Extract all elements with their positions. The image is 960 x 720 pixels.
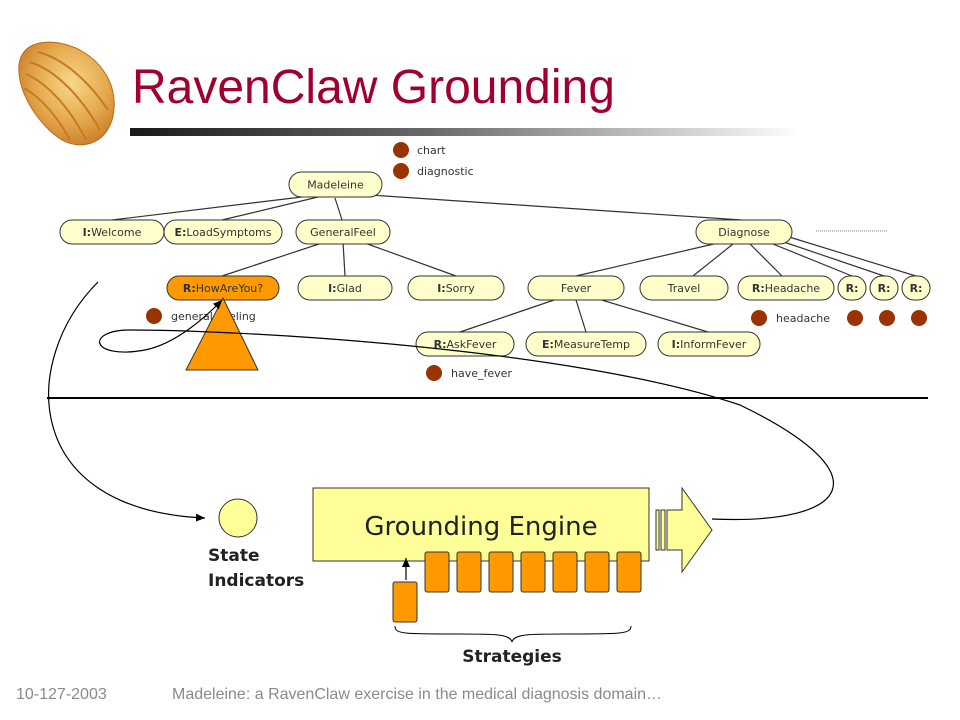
concept-have-fever-dot: [426, 365, 442, 381]
grounding-engine-label: Grounding Engine: [364, 512, 597, 542]
node-fever: Fever: [527, 275, 625, 301]
node-fever-label: Fever: [561, 282, 592, 295]
concept-r-3-dot: [911, 310, 927, 326]
node-travel-label: Travel: [667, 282, 701, 295]
node-sorry-label: Sorry: [446, 282, 476, 295]
state-indicators-line-1: State: [208, 546, 260, 566]
svg-text:Diagnose: Diagnose: [718, 226, 770, 239]
page-title: RavenClaw Grounding: [132, 61, 615, 114]
node-generalfeel-label: GeneralFeel: [310, 226, 376, 239]
strategies-label: Strategies: [462, 647, 562, 667]
node-informfever-prefix: I:: [672, 338, 681, 351]
footer-caption: Madeleine: a RavenClaw exercise in the m…: [172, 686, 663, 703]
node-travel: Travel: [639, 275, 729, 301]
strategy-block: [456, 551, 482, 593]
strategy-block: [488, 551, 514, 593]
svg-text:I:Welcome: I:Welcome: [83, 226, 142, 239]
svg-text:I:Glad: I:Glad: [328, 282, 362, 295]
node-loadsymptoms: E:LoadSymptoms: [163, 219, 283, 245]
svg-text:I:Sorry: I:Sorry: [437, 282, 475, 295]
footer-date: 10-127-2003: [16, 686, 107, 703]
svg-text:I:InformFever: I:InformFever: [672, 338, 747, 351]
node-madeleine-label: Madeleine: [307, 179, 364, 192]
grounding-engine-box: Grounding Engine: [312, 487, 650, 562]
node-r-2-prefix: R:: [878, 282, 891, 295]
svg-text:R:: R:: [878, 282, 891, 295]
svg-text:R:HowAreYou?: R:HowAreYou?: [183, 282, 263, 295]
strategy-block: [552, 551, 578, 593]
concept-general-feeling-dot: [146, 308, 162, 324]
node-measuretemp-prefix: E:: [542, 338, 554, 351]
node-loadsymptoms-label: LoadSymptoms: [186, 226, 271, 239]
svg-text:Fever: Fever: [561, 282, 592, 295]
svg-text:E:LoadSymptoms: E:LoadSymptoms: [175, 226, 272, 239]
tree-edges: [111, 193, 917, 333]
state-indicators-line-2: Indicators: [208, 571, 304, 591]
node-sorry: I:Sorry: [407, 275, 505, 301]
node-informfever: I:InformFever: [657, 331, 761, 357]
svg-text:GeneralFeel: GeneralFeel: [310, 226, 376, 239]
strategy-block: [520, 551, 546, 593]
concept-have-fever-label: have_fever: [451, 367, 512, 380]
selected-strategy-block: [392, 581, 418, 623]
strategy-block: [616, 551, 642, 593]
node-howareyou: R:HowAreYou?: [166, 275, 280, 301]
node-measuretemp: E:MeasureTemp: [525, 331, 647, 357]
svg-text:R:Headache: R:Headache: [752, 282, 820, 295]
title-rule: [130, 128, 800, 136]
node-welcome: I:Welcome: [59, 219, 165, 245]
svg-text:R:AskFever: R:AskFever: [434, 338, 497, 351]
state-indicator-circle: [218, 498, 258, 538]
feedback-arrow: [99, 299, 834, 521]
concept-headache-dot: [751, 310, 767, 326]
node-glad-prefix: I:: [328, 282, 337, 295]
output-arrow-icon: [655, 486, 713, 574]
node-askfever-prefix: R:: [434, 338, 447, 351]
node-diagnose-label: Diagnose: [718, 226, 770, 239]
node-measuretemp-label: MeasureTemp: [554, 338, 630, 351]
node-howareyou-prefix: R:: [183, 282, 196, 295]
node-informfever-label: InformFever: [680, 338, 747, 351]
node-headache-label: Headache: [765, 282, 821, 295]
node-r-3: R:: [901, 275, 931, 301]
node-r-3-prefix: R:: [910, 282, 923, 295]
node-headache-prefix: R:: [752, 282, 765, 295]
node-welcome-label: Welcome: [91, 226, 142, 239]
node-askfever-label: AskFever: [446, 338, 496, 351]
legend-diagnostic-label: diagnostic: [417, 165, 474, 178]
node-glad-label: Glad: [337, 282, 362, 295]
focus-triangle-icon: [185, 296, 259, 371]
node-askfever: R:AskFever: [415, 331, 515, 357]
svg-text:E:MeasureTemp: E:MeasureTemp: [542, 338, 630, 351]
concept-r-1-dot: [847, 310, 863, 326]
concept-headache-label: headache: [776, 312, 830, 325]
node-generalfeel: GeneralFeel: [295, 219, 391, 245]
node-r-2: R:: [869, 275, 899, 301]
node-r-1-prefix: R:: [846, 282, 859, 295]
node-loadsymptoms-prefix: E:: [175, 226, 187, 239]
strategy-block: [584, 551, 610, 593]
svg-text:R:: R:: [910, 282, 923, 295]
node-howareyou-label: HowAreYou?: [196, 282, 264, 295]
node-headache: R:Headache: [737, 275, 835, 301]
node-r-1: R:: [837, 275, 867, 301]
madeleine-logo-icon: [18, 41, 115, 146]
legend-chart-dot: [393, 142, 409, 158]
svg-text:R:: R:: [846, 282, 859, 295]
concept-r-2-dot: [879, 310, 895, 326]
legend-chart-label: chart: [417, 144, 446, 157]
strategies-brace: [394, 625, 632, 643]
legend-diagnostic-dot: [393, 163, 409, 179]
strategy-block: [424, 551, 450, 593]
state-arrow: [48, 281, 206, 522]
strategy-blocks: [424, 551, 642, 593]
svg-text:Travel: Travel: [667, 282, 701, 295]
node-welcome-prefix: I:: [83, 226, 92, 239]
node-glad: I:Glad: [297, 275, 393, 301]
node-madeleine: Madeleine: [288, 171, 383, 198]
node-diagnose: Diagnose: [695, 219, 793, 245]
node-sorry-prefix: I:: [437, 282, 446, 295]
